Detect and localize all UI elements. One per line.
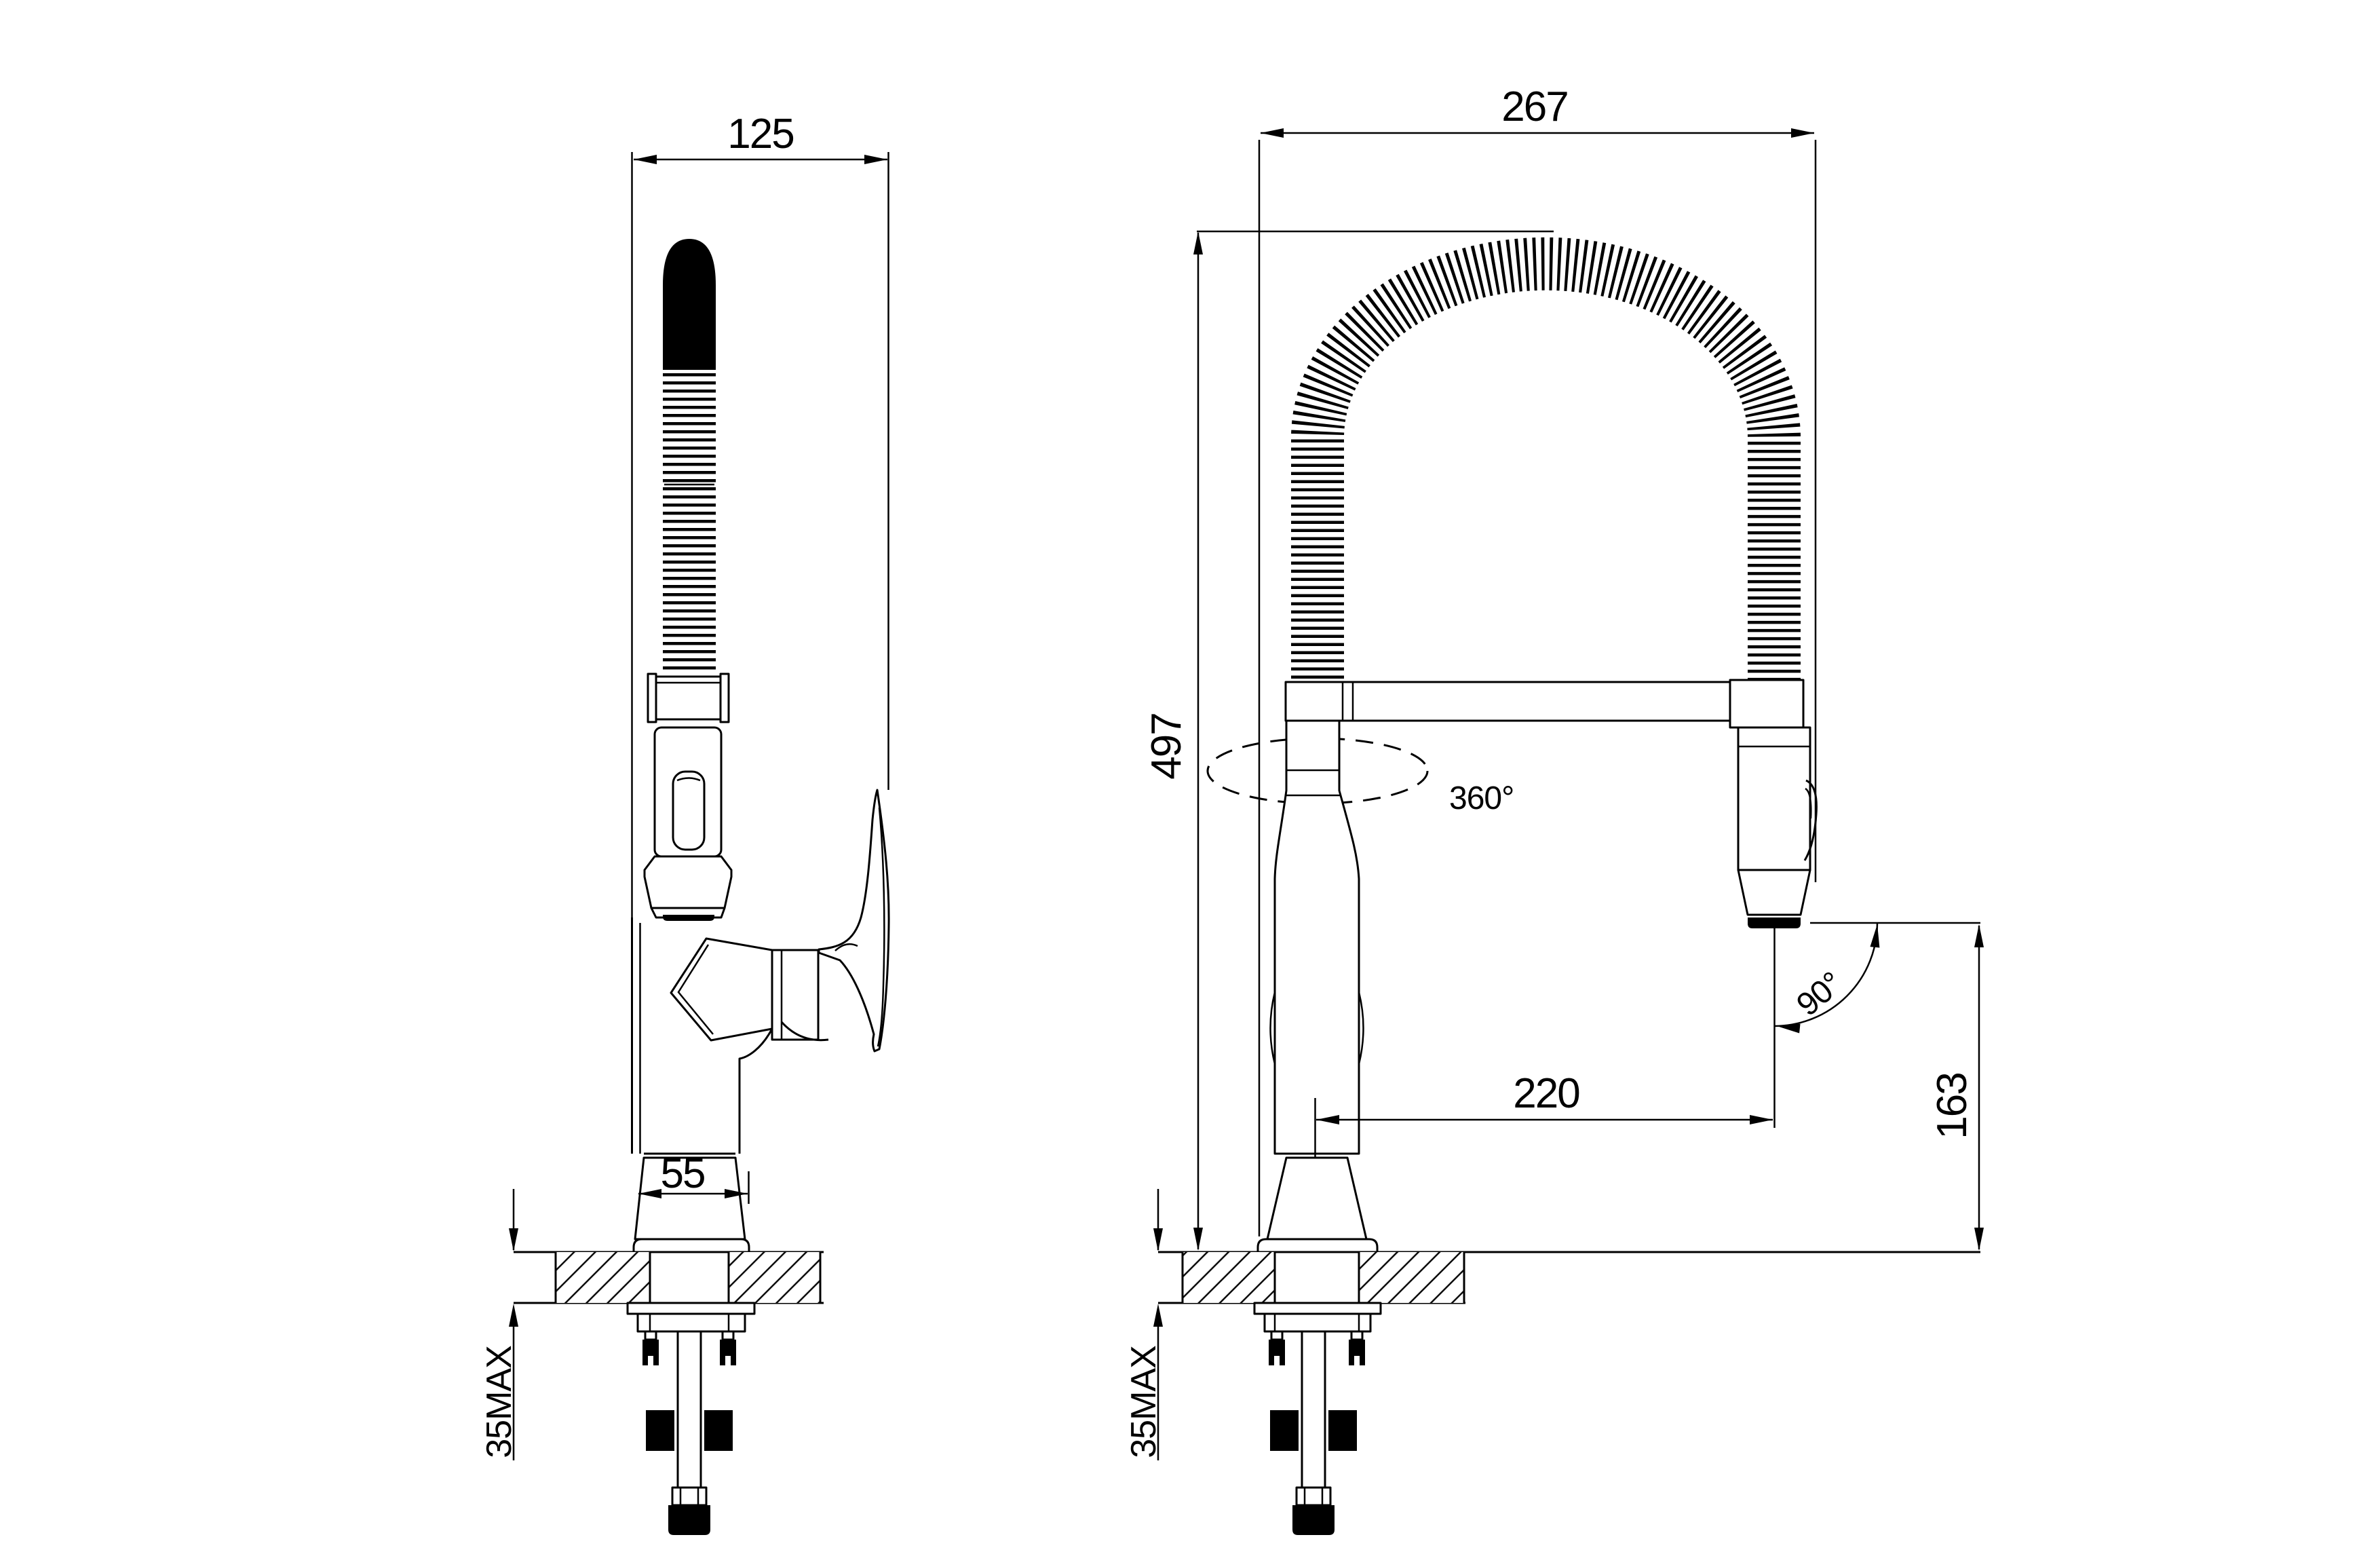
mount-screw-left-icon: [642, 1340, 659, 1356]
swivel-angle-label: 360°: [1449, 780, 1514, 816]
faucet-body-side: [631, 789, 890, 1253]
mounting-deck-front: [1158, 1251, 1980, 1304]
sprayer-button-window: [672, 770, 706, 851]
aerator-band-icon: [663, 915, 714, 921]
lock-nut-left-icon: [1270, 1410, 1299, 1451]
sprayer-head-side: [643, 673, 733, 921]
dim-deck-thickness-front: 35MAX: [1124, 1189, 1164, 1460]
dim-height-above-deck: 497: [1143, 230, 1554, 1251]
front-extension-lines: [1258, 140, 1817, 1236]
sprayer-head-front: [1737, 726, 1818, 928]
dim-overall-width: 267: [1261, 83, 1814, 138]
spout-arm: [1284, 679, 1805, 729]
deck-hatch-right: [1359, 1252, 1464, 1303]
spout-joint-cone: [670, 937, 773, 1042]
base-skirt-front: [1266, 1156, 1368, 1241]
mount-screw-right-icon: [720, 1340, 736, 1356]
escutcheon-front: [1256, 1238, 1379, 1253]
dim-outlet-height: 163: [1929, 924, 1984, 1251]
dim-35max-left-label: 35MAX: [480, 1346, 519, 1458]
side-view: 125: [480, 111, 890, 1535]
front-view: 267 497: [1124, 83, 1984, 1535]
dim-55-label: 55: [661, 1150, 705, 1197]
dim-163-label: 163: [1929, 1073, 1976, 1139]
spring-hose-side-icon: [663, 239, 716, 672]
side-extension-lines: [631, 152, 889, 917]
dim-220-label: 220: [1513, 1070, 1579, 1117]
dim-35max-right-label: 35MAX: [1124, 1346, 1164, 1458]
dim-90deg-label: 90°: [1790, 965, 1849, 1023]
sprayer-aerator-band-icon: [1748, 917, 1801, 928]
handle-lever-side: [818, 789, 890, 1053]
cartridge-block: [771, 949, 820, 1041]
mounting-deck-side: [514, 1251, 824, 1304]
lock-nut-right-icon: [704, 1410, 733, 1451]
sprayer-grip: [653, 726, 723, 858]
deck-hatch-right: [729, 1252, 820, 1303]
sprayer-holder: [1729, 679, 1805, 729]
deck-hatch-left: [556, 1252, 650, 1303]
spring-hose-arch-icon: [1291, 237, 1801, 723]
supply-connector-icon: [668, 1505, 710, 1535]
sprayer-swing-annotation: 90°: [1773, 922, 1980, 1034]
mount-screw-left-icon: [1269, 1340, 1285, 1356]
mounting-hardware-front: [1253, 1302, 1382, 1535]
deck-hatch-left: [1183, 1252, 1275, 1303]
dim-deck-thickness-side: 35MAX: [480, 1189, 519, 1460]
escutcheon-side: [632, 1238, 750, 1253]
dim-267-label: 267: [1501, 83, 1567, 130]
dim-125-label: 125: [727, 111, 793, 157]
faucet-body-front: [1256, 719, 1379, 1253]
dim-base-width: 55: [638, 1150, 750, 1204]
sprayer-clip-icon: [1803, 779, 1818, 861]
dim-497-label: 497: [1143, 713, 1190, 779]
lock-nut-left-icon: [646, 1410, 674, 1451]
supply-connector-icon: [1292, 1505, 1335, 1535]
dim-overall-depth: 125: [634, 111, 887, 164]
mounting-hardware-side: [626, 1302, 756, 1535]
lock-nut-right-icon: [1328, 1410, 1357, 1451]
dim-spout-reach: 220: [1289, 927, 1776, 1159]
mount-screw-right-icon: [1349, 1340, 1365, 1356]
